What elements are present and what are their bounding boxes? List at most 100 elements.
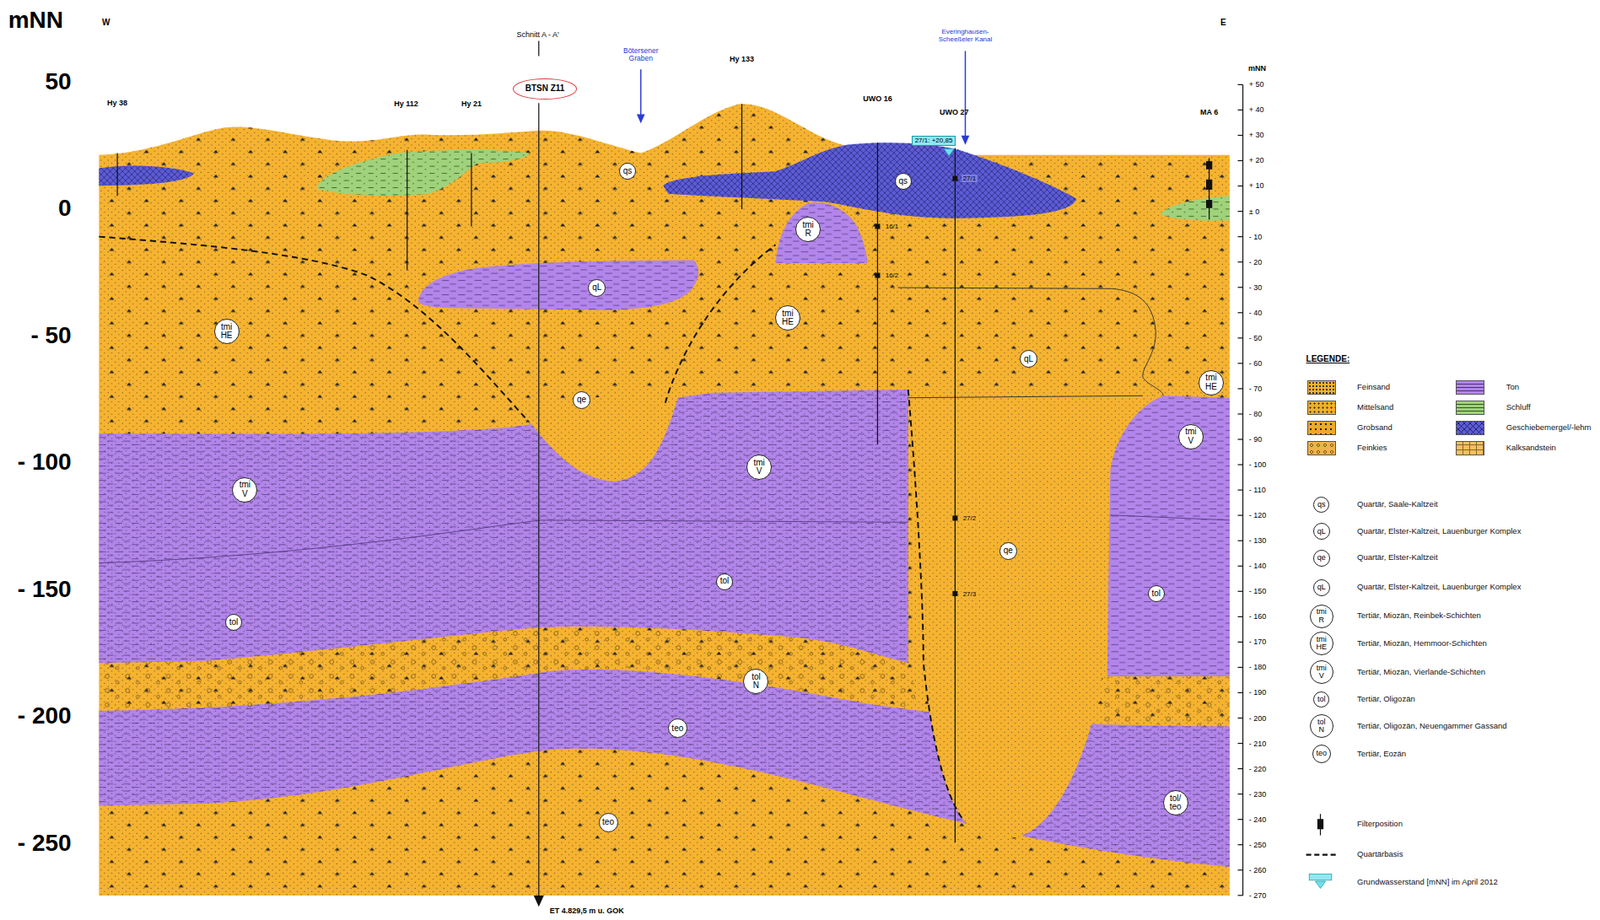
node-text: teo	[671, 724, 684, 734]
axis-tick	[1238, 286, 1244, 288]
section-label: Schnitt A - A'	[516, 30, 559, 39]
filter-label: 27/3	[961, 590, 979, 598]
node-text: tmi R	[1316, 608, 1327, 625]
section-rect	[1206, 161, 1213, 170]
legend-text: Ton	[1506, 382, 1520, 393]
section-path	[961, 135, 970, 146]
section-use	[316, 150, 529, 196]
scale-value: - 110	[1249, 485, 1266, 495]
stream-arrows	[636, 50, 970, 145]
unit-symbol: qe	[999, 542, 1018, 561]
section-rect	[1206, 199, 1213, 209]
section-path	[964, 50, 966, 138]
axis-tick	[1238, 591, 1244, 593]
node-text: qs	[898, 177, 908, 187]
scale-value: - 60	[1249, 359, 1263, 368]
axis-tick	[1238, 160, 1244, 162]
scale-value: - 140	[1249, 561, 1267, 571]
borehole-arrow	[533, 895, 545, 907]
axis-tick	[1238, 362, 1244, 364]
node-text: tol N	[1317, 718, 1326, 735]
section-path	[1306, 853, 1337, 856]
section-use	[98, 389, 908, 663]
axis-value: 50	[45, 68, 72, 96]
axis-tick	[1238, 844, 1244, 846]
legend-swatch	[1307, 380, 1337, 395]
depth-axis	[1238, 84, 1244, 896]
node-text: BTSN Z11	[525, 84, 566, 94]
scale-value: + 30	[1249, 130, 1265, 140]
axis-tick	[1238, 717, 1244, 719]
node-text: tmi V	[1316, 664, 1327, 681]
borehole-label: UWO 16	[862, 94, 893, 103]
clay-layer	[98, 389, 1229, 868]
section-use	[98, 626, 922, 712]
section-path	[98, 237, 965, 822]
scale-value: - 180	[1249, 662, 1267, 672]
unit-symbol: tmi V	[1178, 424, 1204, 450]
unit-symbol: teo	[668, 718, 688, 739]
node-text: qe	[1003, 546, 1013, 556]
scale-value: - 70	[1249, 384, 1263, 394]
legend-text: Tertiär, Miozän, Reinbek-Schichten	[1357, 611, 1482, 621]
axis-value: 0	[58, 194, 72, 222]
section-use	[98, 166, 194, 187]
section-use	[98, 103, 1229, 896]
axis-tick	[1238, 438, 1244, 440]
legend-swatch	[1455, 441, 1485, 456]
borehole-label: Hy 38	[107, 98, 128, 108]
axis-value: - 100	[17, 448, 72, 476]
section-path	[1314, 881, 1326, 889]
section-path	[898, 287, 1164, 399]
filter-label: 16/1	[883, 222, 901, 231]
scale-value: - 240	[1249, 815, 1267, 825]
scale-value: - 210	[1249, 739, 1267, 749]
legend-text: Feinkies	[1357, 443, 1387, 453]
section-rect	[874, 223, 880, 229]
unit-symbol: qL	[587, 279, 606, 297]
scale-value: - 150	[1249, 587, 1267, 596]
legend-symbol: qL	[1313, 522, 1331, 540]
legend-symbol: qs	[1313, 496, 1330, 513]
axis-unit: mNN	[8, 6, 64, 34]
section-use	[662, 142, 1077, 219]
unit-symbol: teo	[598, 813, 619, 833]
legend-text: Filterposition	[1357, 819, 1403, 830]
section-path	[117, 102, 1210, 896]
axis-tick	[1238, 793, 1244, 795]
section-use	[908, 389, 1164, 840]
node-text: teo	[1315, 749, 1327, 758]
section-path	[98, 515, 1229, 564]
filter-marks	[874, 161, 1213, 597]
node-text: tmi HE	[220, 323, 233, 341]
borehole-marker: BTSN Z11	[512, 78, 578, 100]
axis-value: - 250	[17, 829, 72, 857]
section-use	[316, 150, 529, 196]
axis-tick	[1238, 463, 1244, 465]
axis-tick	[1238, 210, 1244, 212]
legend-swatch	[1455, 380, 1485, 395]
unit-symbol: tol/ teo	[1163, 790, 1189, 816]
borehole-label: Hy 21	[461, 99, 482, 108]
section-use	[98, 103, 1229, 896]
legend-text: Kalksandstein	[1506, 443, 1557, 453]
scale-value: + 10	[1249, 181, 1265, 190]
node-text: tmi HE	[1315, 635, 1327, 652]
axis-tick	[1238, 869, 1244, 871]
legend-swatch	[1307, 420, 1337, 436]
legend-symbols	[1306, 813, 1337, 889]
direction-label: E	[1220, 17, 1227, 28]
axis-tick	[1238, 743, 1244, 744]
section-rect	[952, 176, 958, 182]
axis-tick	[1238, 515, 1244, 517]
axis-tick	[1238, 565, 1244, 567]
node-text: qe	[1317, 554, 1326, 562]
node-text: tmi R	[802, 220, 814, 239]
section-use	[98, 389, 908, 663]
axis-tick	[1238, 84, 1244, 86]
scale-value: - 90	[1249, 435, 1263, 444]
section-path	[636, 113, 646, 124]
scale-value: - 20	[1249, 258, 1263, 267]
